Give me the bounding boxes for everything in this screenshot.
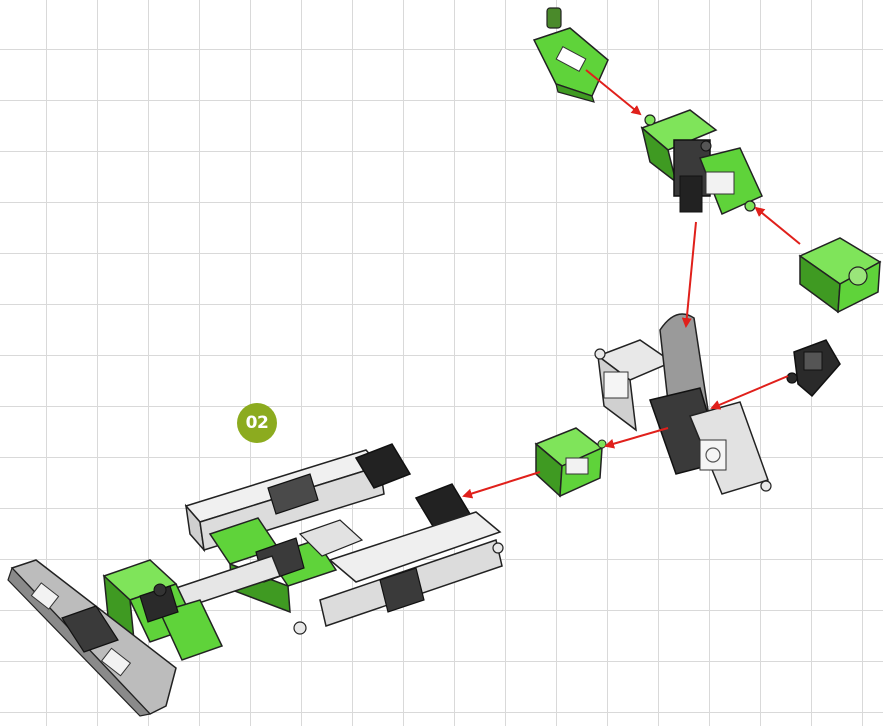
main-chassis (7, 443, 504, 717)
top-green-connector (532, 7, 609, 103)
green-hub-assembly (640, 109, 763, 216)
arrow-top-connector-to-hub (585, 69, 642, 116)
assembly-arrows (462, 69, 801, 499)
small-green-cube (534, 427, 607, 498)
gray-t-joint (594, 313, 772, 495)
black-clip (786, 339, 841, 398)
arrow-t-joint-to-cube (604, 427, 669, 449)
step-number-badge: 02 (237, 403, 277, 443)
arrow-cube-to-chassis (462, 471, 541, 499)
arrow-cube-to-hub (754, 206, 801, 245)
right-green-cube (798, 237, 882, 314)
arrow-hub-to-t-joint (681, 221, 697, 328)
arrow-clip-to-t-joint (710, 375, 789, 410)
